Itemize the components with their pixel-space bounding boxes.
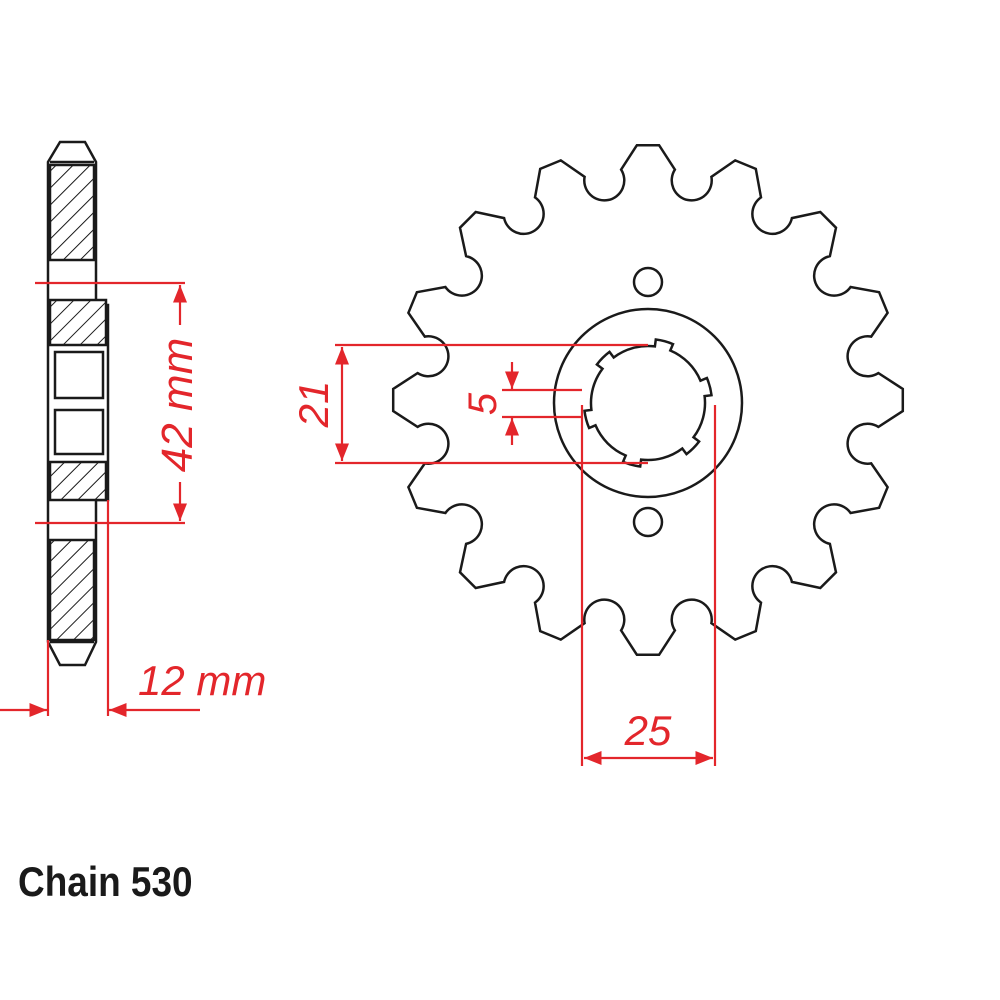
spline-outer-label: 25 <box>624 707 672 754</box>
offset-label: 12 mm <box>138 657 266 704</box>
front-view <box>391 143 905 657</box>
mounting-hole-bottom <box>632 506 664 538</box>
spline-hole <box>583 338 713 468</box>
hub-circle <box>552 307 744 499</box>
spline-key-label: 5 <box>461 392 505 415</box>
side-view <box>46 140 110 667</box>
spline-box-upper <box>53 350 105 400</box>
spline-inner-label: 21 <box>290 381 337 429</box>
chain-size-caption: Chain 530 <box>18 858 193 905</box>
hatch-top <box>48 163 96 262</box>
hub-width-label: 42 mm <box>153 338 202 472</box>
hatch-bottom <box>48 538 96 642</box>
dimension-lines <box>0 281 717 766</box>
sprocket-outline <box>391 143 905 657</box>
hatch-hub-bottom <box>48 460 108 502</box>
mounting-hole-top <box>632 266 664 298</box>
spline-box-lower <box>53 408 105 456</box>
hatch-hub-top <box>48 298 108 347</box>
